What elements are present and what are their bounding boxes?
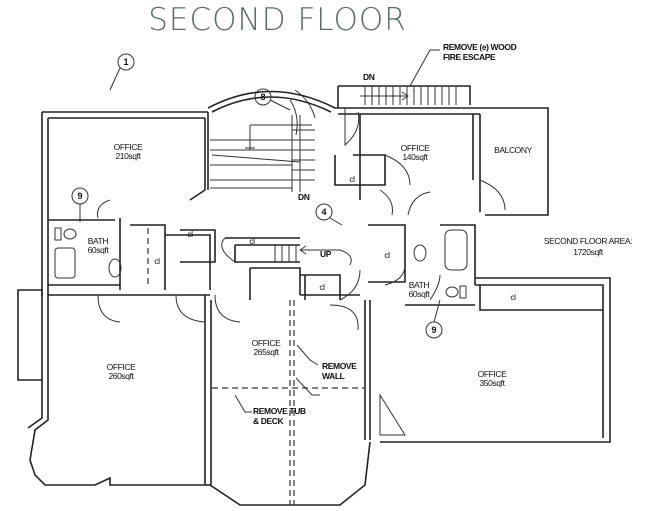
floor-area-value: 1720sqft [573,247,603,257]
room-office-265-name: OFFICE [252,338,281,348]
floor-area-label: SECOND FLOOR AREA: [544,236,632,246]
svg-text:cl: cl [349,174,355,184]
svg-text:4: 4 [321,207,326,217]
svg-text:cl: cl [154,256,160,266]
room-bath-left-name: BATH [88,236,109,246]
svg-text:cl: cl [384,250,390,260]
room-office-140-name: OFFICE [401,143,430,153]
callout-4: 4 [315,203,343,226]
svg-text:cl: cl [249,236,255,246]
walls [17,85,611,506]
room-office-265-area: 265sqft [253,347,279,357]
room-office-350-area: 350sqft [479,378,505,388]
svg-text:1: 1 [123,57,128,67]
closet-labels: cl cl cl cl cl cl cl [154,174,516,302]
svg-text:9: 9 [77,191,82,201]
stair-down-fire-escape: DN [363,72,375,82]
room-bath-left-area: 60sqft [88,245,110,255]
room-office-210-area: 210sqft [115,151,141,161]
page-title: SECOND FLOOR [148,2,407,38]
room-office-140-area: 140sqft [402,152,428,162]
callout-1: 1 [109,53,135,91]
note-fire-escape-line1: REMOVE (e) WOOD [443,42,517,52]
note-remove-tub-line2: & DECK [253,416,284,426]
svg-text:cl: cl [319,282,325,292]
svg-text:cl: cl [510,292,516,302]
room-bath-right-name: BATH [409,280,430,290]
room-office-260-area: 260sqft [108,371,134,381]
stair-up: UP [320,249,332,259]
note-remove-wall-line1: REMOVE [322,361,357,371]
note-remove-tub-line1: REMOVE TUB [253,406,306,416]
svg-text:cl: cl [187,229,193,239]
stair-down-main: DN [298,192,310,202]
room-bath-right-area: 60sqft [409,289,431,299]
room-office-210-name: OFFICE [114,142,143,152]
note-remove-wall-line2: WALL [322,371,345,381]
svg-text:8: 8 [260,92,265,102]
room-office-350-name: OFFICE [478,369,507,379]
callout-9-left: 9 [71,187,89,222]
note-fire-escape-line2: FIRE ESCAPE [443,52,496,62]
svg-text:9: 9 [431,325,436,335]
callout-8: 8 [254,88,291,111]
room-office-260-name: OFFICE [107,362,136,372]
room-balcony: BALCONY [494,145,533,155]
callout-9-right: 9 [425,299,443,339]
